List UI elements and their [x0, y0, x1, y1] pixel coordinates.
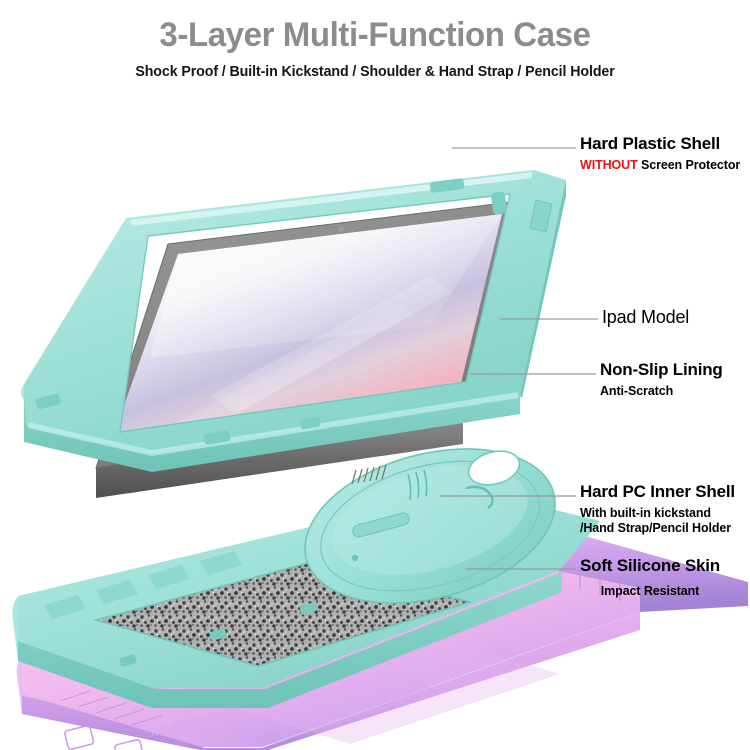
- callout-title: Non-Slip Lining: [600, 360, 723, 379]
- callout-ipad-model: Ipad Model: [602, 307, 689, 328]
- callout-subtitle: Impact Resistant: [600, 584, 700, 598]
- callout-subtitle-rest: Screen Protector: [641, 158, 741, 172]
- callout-non-slip-lining: Non-Slip Lining Anti-Scratch: [600, 360, 723, 398]
- callout-title: Ipad Model: [602, 307, 690, 327]
- callout-subtitle: Anti-Scratch: [600, 384, 674, 398]
- product-exploded-illustration: Tab-A7 Lite-X: [12, 147, 748, 750]
- callout-hard-plastic-shell: Hard Plastic Shell WITHOUT Screen Protec…: [580, 134, 740, 172]
- layer-hard-plastic-shell: [21, 170, 566, 472]
- callout-hard-pc-inner-shell: Hard PC Inner Shell With built-in kickst…: [580, 482, 735, 536]
- button-cover: [64, 725, 145, 750]
- callout-title: Hard PC Inner Shell: [580, 482, 735, 501]
- page-subtitle: Shock Proof / Built-in Kickstand / Shoul…: [135, 64, 615, 80]
- leader-lines: [440, 147, 598, 570]
- kickstand-ring: [304, 448, 556, 604]
- exploded-view-diagram: Tab-A7 Lite-X: [0, 96, 750, 750]
- header: 3-Layer Multi-Function Case Shock Proof …: [0, 0, 750, 81]
- callout-title: Soft Silicone Skin: [580, 556, 720, 575]
- callout-subtitle-emphasis: WITHOUT: [580, 158, 638, 172]
- tablet-speaker-slot: [351, 464, 387, 485]
- front-camera-dot: [337, 225, 345, 233]
- callout-soft-silicone-skin: Soft Silicone Skin Impact Resistant: [580, 556, 720, 598]
- page-title: 3-Layer Multi-Function Case: [159, 16, 591, 54]
- callout-subtitle: WITHOUT Screen Protector: [580, 158, 740, 172]
- callout-subtitle-line2: /Hand Strap/Pencil Holder: [580, 521, 732, 535]
- callout-title: Hard Plastic Shell: [580, 134, 721, 153]
- callout-subtitle: With built-in kickstand: [580, 506, 711, 520]
